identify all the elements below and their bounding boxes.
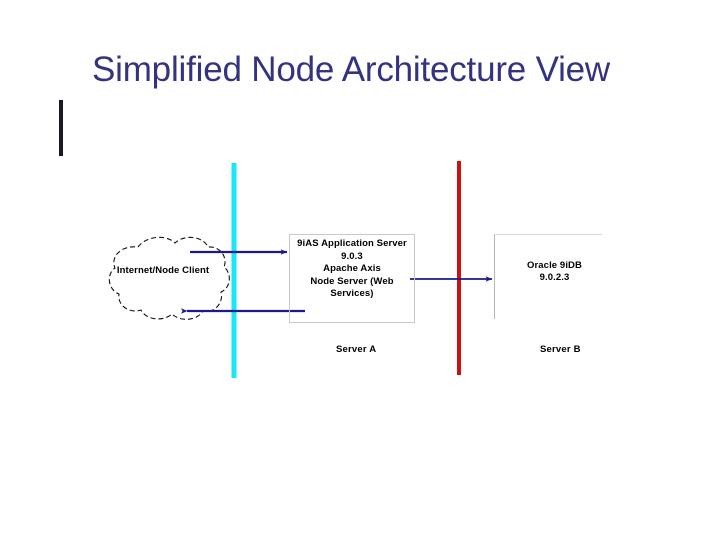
caption-server-b: Server B	[540, 344, 581, 355]
node-app-server-label: 9iAS Application Server 9.0.3 Apache Axi…	[297, 238, 407, 300]
cloud-client-label: Internet/Node Client	[116, 265, 210, 276]
title-bullet-marker	[59, 100, 63, 156]
node-database-box[interactable]: Oracle 9iDB 9.0.2.3	[494, 234, 602, 319]
node-database-label: Oracle 9iDB 9.0.2.3	[527, 259, 582, 283]
page-title: Simplified Node Architecture View	[92, 50, 611, 89]
caption-server-a: Server A	[336, 344, 377, 355]
cloud-shape	[108, 236, 230, 320]
node-app-server-box[interactable]: 9iAS Application Server 9.0.3 Apache Axi…	[289, 234, 415, 323]
